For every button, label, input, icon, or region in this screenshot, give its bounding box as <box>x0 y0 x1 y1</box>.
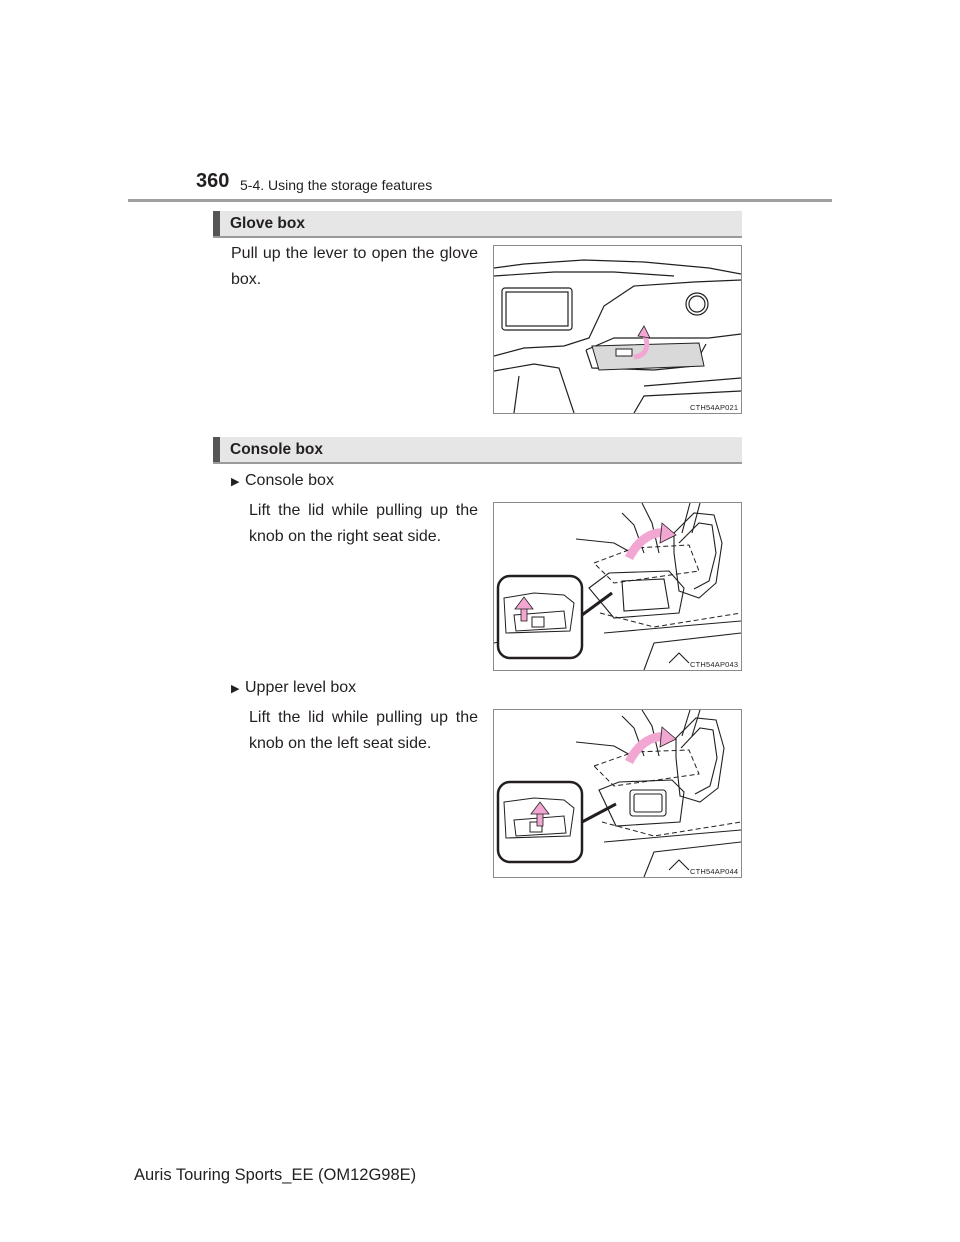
glove-box-text-line2: box. <box>231 271 262 288</box>
heading-marker <box>213 437 220 462</box>
bullet-triangle-icon: ▶ <box>231 476 240 488</box>
upper-level-box-item-title-text: Upper level box <box>245 679 357 696</box>
console-box-instructions: Lift the lid while pulling up the knob o… <box>249 498 478 550</box>
section-title: 5-4. Using the storage features <box>240 177 433 193</box>
console-box-figure: CTH54AP043 <box>493 502 742 671</box>
glove-box-instructions: Pull up the lever to open the glove box. <box>231 241 478 293</box>
glove-box-heading: Glove box <box>213 211 742 238</box>
console-box-text-line2: knob on the right seat side. <box>249 528 442 545</box>
upper-level-box-text-line2: knob on the left seat side. <box>249 735 432 752</box>
glove-box-figure: CTH54AP021 <box>493 245 742 414</box>
upper-level-box-text-line1: Lift the lid while pulling up the <box>249 709 478 726</box>
header-rule <box>128 199 832 202</box>
upper-level-box-item-title: ▶ Upper level box <box>231 678 356 699</box>
console-box-heading: Console box <box>213 437 742 464</box>
glove-box-figure-code: CTH54AP021 <box>690 403 739 412</box>
console-box-figure-code: CTH54AP043 <box>690 660 739 669</box>
upper-level-box-instructions: Lift the lid while pulling up the knob o… <box>249 705 478 757</box>
upper-level-box-figure-code: CTH54AP044 <box>690 867 739 876</box>
console-box-item-title-text: Console box <box>245 472 334 489</box>
glove-box-illustration <box>494 259 741 413</box>
console-box-text-line1: Lift the lid while pulling up the <box>249 502 478 519</box>
glove-box-heading-text: Glove box <box>230 215 305 232</box>
upper-level-box-illustration <box>496 710 741 877</box>
page-number: 360 <box>196 170 230 192</box>
console-box-heading-text: Console box <box>230 441 324 458</box>
glove-box-text-line1: Pull up the lever to open the glove <box>231 245 478 262</box>
upper-level-box-figure: CTH54AP044 <box>493 709 742 878</box>
footer-manual-title: Auris Touring Sports_EE (OM12G98E) <box>134 1166 417 1184</box>
heading-marker <box>213 211 220 236</box>
console-box-illustration <box>494 503 741 670</box>
bullet-triangle-icon: ▶ <box>231 683 240 695</box>
console-box-item-title: ▶ Console box <box>231 471 334 492</box>
